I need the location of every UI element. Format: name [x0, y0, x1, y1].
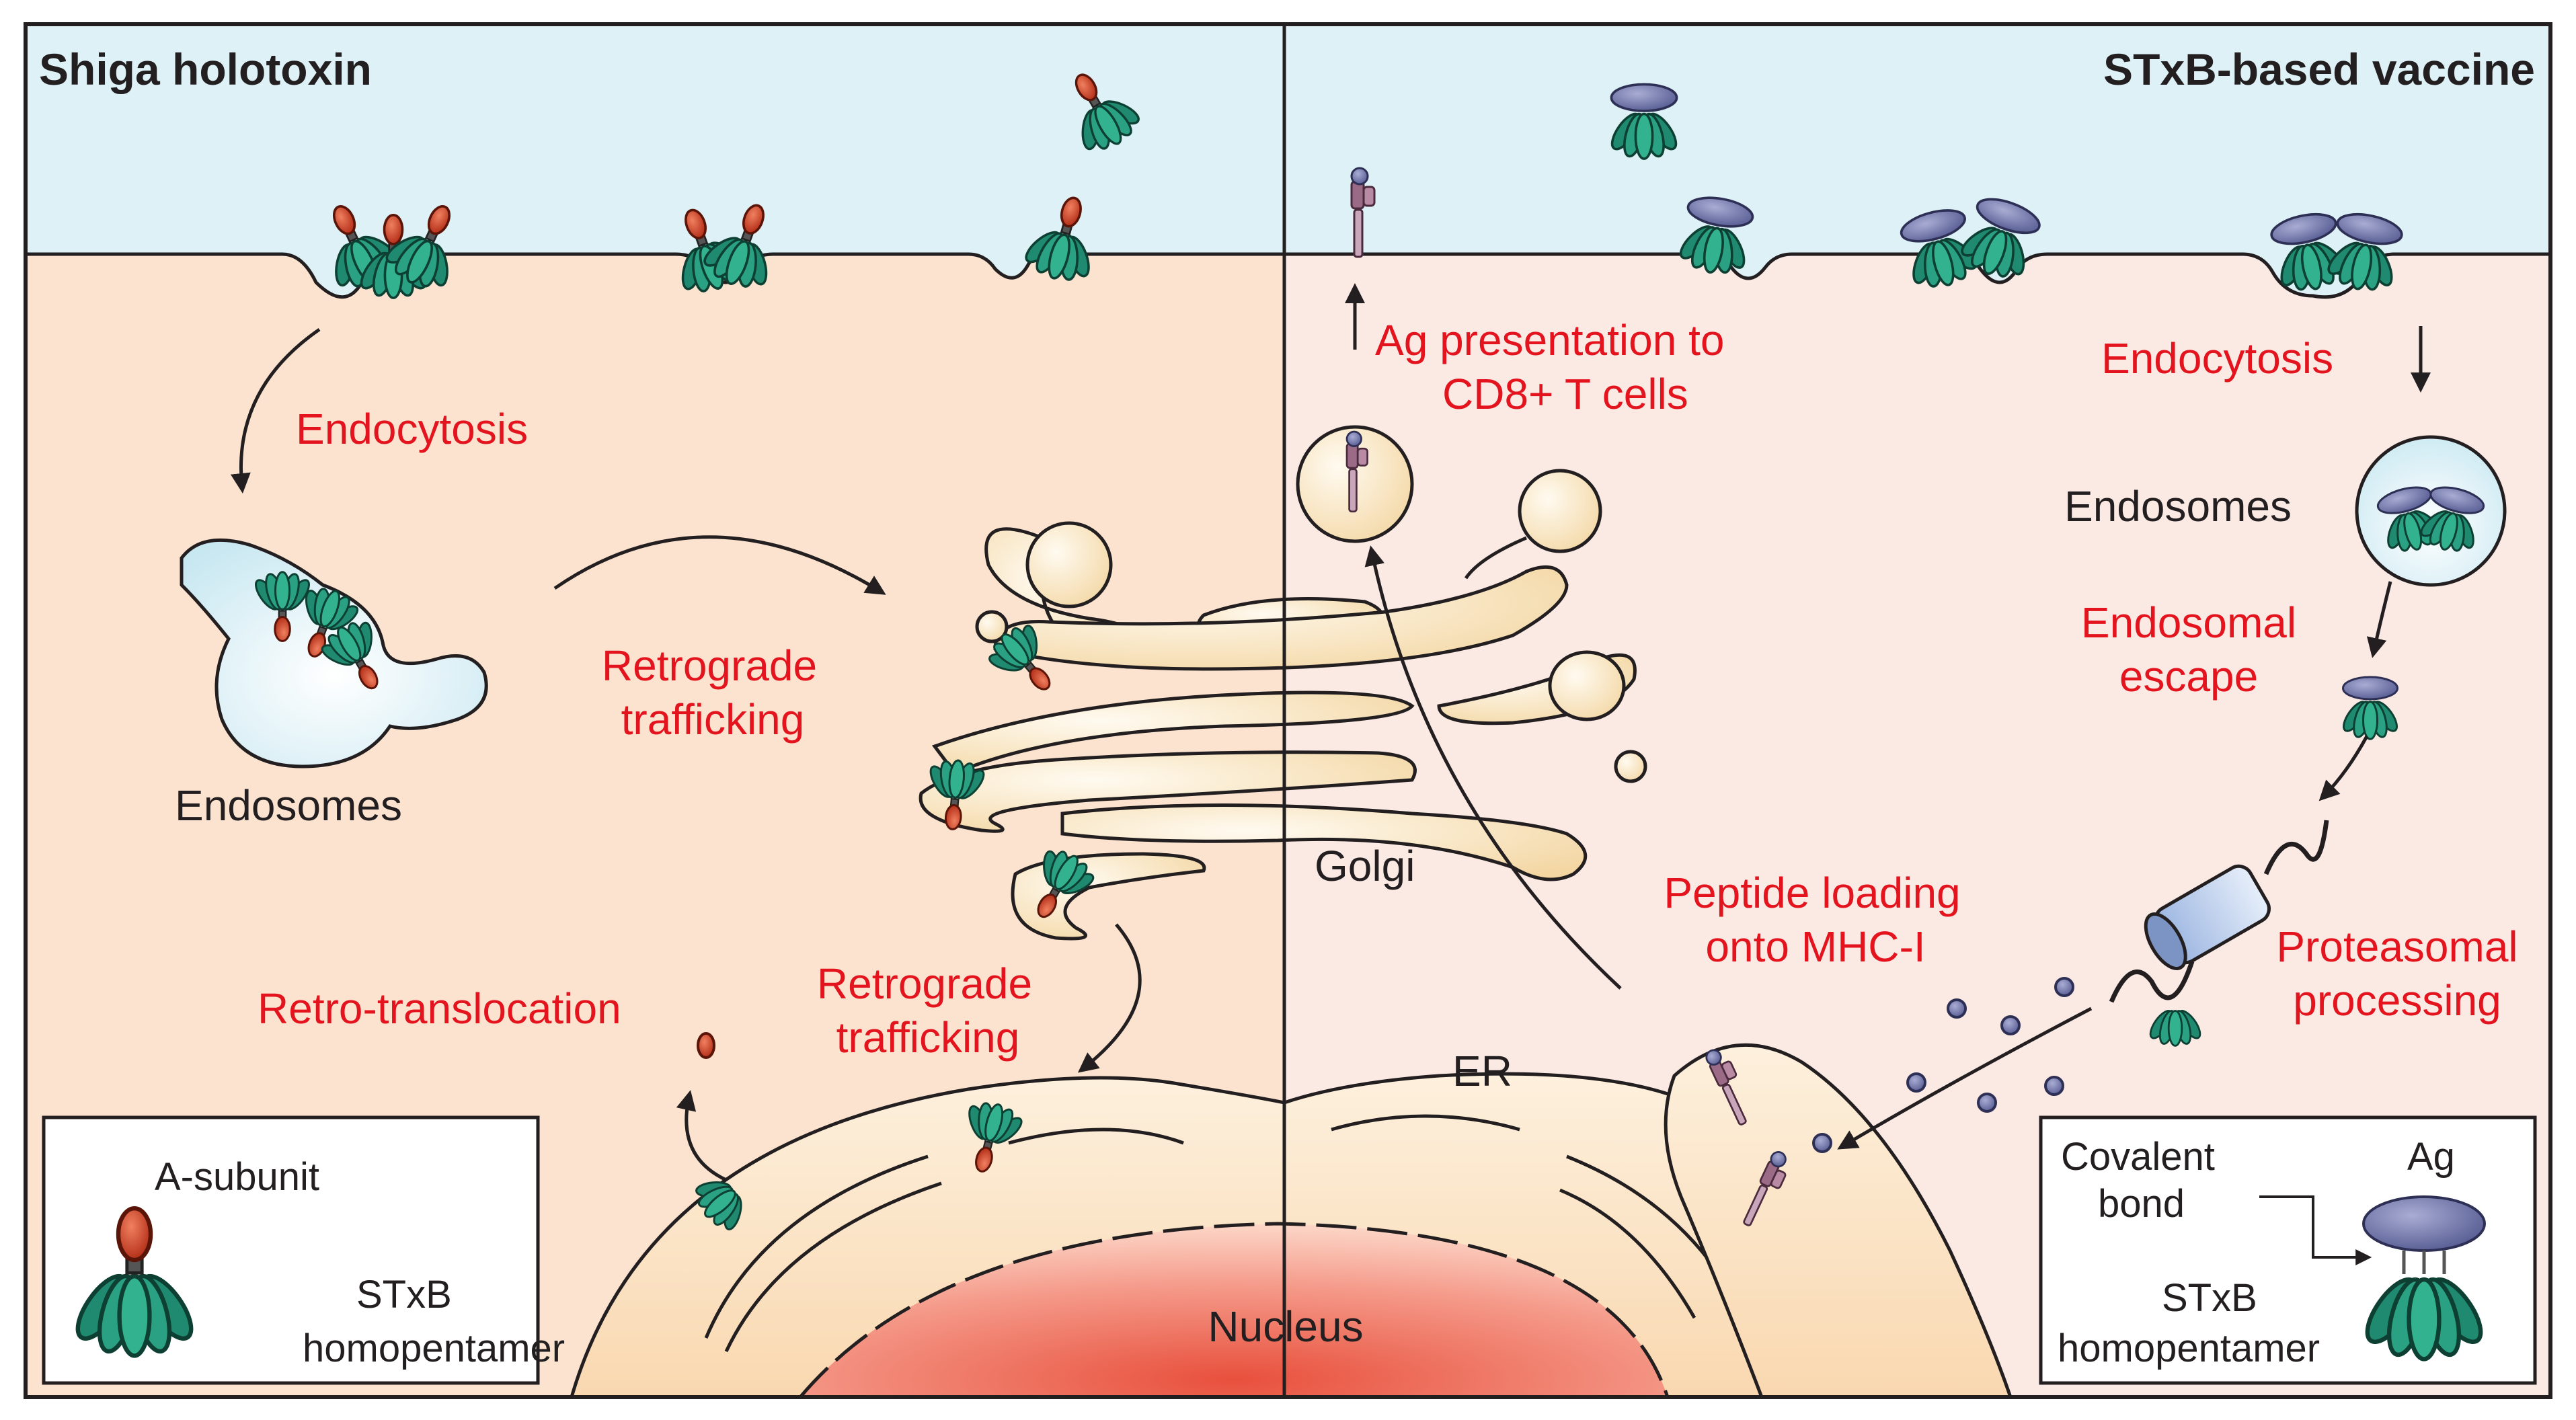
holotoxin-molecules — [251, 58, 1148, 1240]
label-ag-presentation-line1: Ag presentation to — [1375, 316, 1724, 364]
label-endocytosis-right: Endocytosis — [2101, 334, 2333, 383]
label-retrograde-2-line2: trafficking — [836, 1013, 1020, 1062]
legend-left: A-subunit STxB homopentamer — [42, 1115, 565, 1385]
golgi-vesicles — [975, 469, 1647, 783]
label-retro-translocation: Retro-translocation — [258, 984, 621, 1033]
arrows — [230, 283, 2431, 1182]
endosome-right — [2355, 435, 2507, 587]
left-panel-title: Shiga holotoxin — [39, 44, 372, 94]
er-lumen-right — [1664, 1043, 2013, 1399]
label-ag-presentation-line2: CD8+ T cells — [1442, 370, 1688, 418]
arrow-to-proteasome — [2318, 735, 2369, 801]
legend-covalent-line1: Covalent — [2061, 1135, 2215, 1179]
legend-stxb-line1: STxB — [356, 1273, 452, 1316]
arrow-retrograde-2 — [1077, 923, 1142, 1073]
arrow-endocytosis-left — [230, 327, 321, 494]
label-proteasomal-line2: processing — [2293, 976, 2501, 1025]
arrow-endosomal-escape — [2366, 581, 2392, 658]
label-peptide-loading-line2: onto MHC-I — [1705, 922, 1925, 971]
label-peptide-loading-line1: Peptide loading — [1664, 869, 1960, 917]
label-endosomal-escape-line2: escape — [2119, 652, 2258, 701]
arrow-retrograde-1 — [553, 535, 886, 595]
label-retrograde-1-line1: Retrograde — [602, 641, 817, 690]
label-endosomes-left: Endosomes — [175, 781, 402, 830]
arrow-peptide-to-er — [1837, 1007, 2093, 1150]
label-retrograde-2-line1: Retrograde — [817, 959, 1032, 1008]
legend-right: Covalent bond Ag STxB homopentamer — [2039, 1115, 2537, 1385]
label-er: ER — [1452, 1047, 1512, 1095]
nucleus — [796, 1222, 1670, 1399]
right-panel-title: STxB-based vaccine — [2103, 44, 2535, 94]
peptides — [1812, 977, 2074, 1153]
label-endosomes-right: Endosomes — [2064, 482, 2292, 530]
label-proteasomal-line1: Proteasomal — [2276, 922, 2518, 971]
arrow-retro-translocation — [676, 1090, 728, 1182]
proteasome — [2109, 820, 2329, 1003]
legend-stxb-line2: homopentamer — [303, 1327, 565, 1370]
label-retrograde-1-line2: trafficking — [621, 695, 805, 744]
legend-a-subunit: A-subunit — [155, 1155, 319, 1199]
label-endocytosis-left: Endocytosis — [296, 405, 528, 453]
legend-ag: Ag — [2407, 1135, 2455, 1179]
label-nucleus: Nucleus — [1208, 1302, 1363, 1351]
label-golgi: Golgi — [1315, 842, 1415, 890]
label-endosomal-escape-line1: Endosomal — [2081, 598, 2296, 647]
arrow-er-to-vesicle — [1364, 545, 1622, 990]
legend-stxb-line1-right: STxB — [2162, 1276, 2257, 1320]
legend-stxb-line2-right: homopentamer — [2058, 1327, 2320, 1370]
frame — [24, 22, 2552, 1399]
legend-covalent-line2: bond — [2098, 1182, 2185, 1226]
